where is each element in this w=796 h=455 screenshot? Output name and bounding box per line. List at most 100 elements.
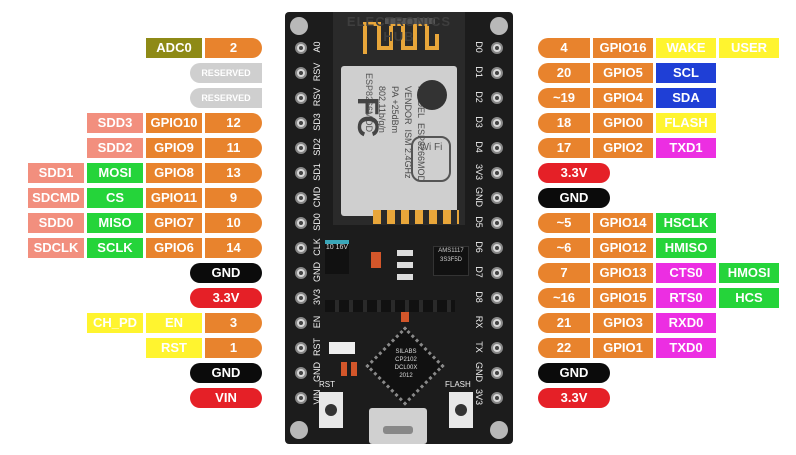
wifi-logo: Wi Fi — [411, 136, 451, 182]
pin-pad — [491, 367, 503, 379]
pin-label: SCLK — [87, 238, 143, 258]
pin-label: TXD1 — [656, 138, 716, 158]
mounting-hole — [490, 421, 508, 439]
mounting-hole — [490, 17, 508, 35]
capacitor: 10 16V — [325, 240, 349, 274]
smd-component — [401, 312, 409, 322]
pin-pad — [295, 117, 307, 129]
pin-label: GPIO2 — [593, 138, 653, 158]
mounting-hole — [290, 421, 308, 439]
pin-label: GPIO3 — [593, 313, 653, 333]
pin-label: SDD0 — [28, 213, 84, 233]
pin-pad — [491, 292, 503, 304]
pin-pad — [295, 392, 307, 404]
pin-pad — [491, 117, 503, 129]
pin-label: CS — [87, 188, 143, 208]
pin-number-tab: ~5 — [538, 213, 590, 233]
pin-pad — [295, 167, 307, 179]
board-pin-label: 3V3 — [312, 289, 322, 306]
pin-number-tab: 17 — [538, 138, 590, 158]
pin-label: HCS — [719, 288, 779, 308]
rst-button[interactable] — [319, 392, 343, 428]
nodemcu-board: ELECTRONICS HUB ESP8266MOD MODEL ESP8266… — [285, 12, 513, 444]
pin-pad — [295, 292, 307, 304]
pin-label: CTS0 — [656, 263, 716, 283]
pin-label: GPIO7 — [146, 213, 202, 233]
board-pin-label: GND — [312, 362, 322, 382]
board-pin-label: SD3 — [312, 113, 322, 131]
board-pin-label: SD0 — [312, 213, 322, 231]
pin-number-tab: 20 — [538, 63, 590, 83]
pin-pad — [295, 42, 307, 54]
board-pin-label: 3V3 — [474, 388, 484, 405]
pin-label-power: 3.3V — [538, 388, 610, 408]
micro-usb-port[interactable] — [369, 408, 427, 444]
board-pin-label: RX — [474, 315, 484, 329]
usb-uart-chip-text: SILABS CP2102 DCL00X 2012 — [394, 349, 418, 379]
pin-number-tab: 1 — [205, 338, 262, 358]
pin-number-tab: 22 — [538, 338, 590, 358]
pin-number-tab: 21 — [538, 313, 590, 333]
board-pin-label: D0 — [474, 41, 484, 53]
pin-label: SDCMD — [28, 188, 84, 208]
board-pin-label: D8 — [474, 291, 484, 303]
pin-label: MISO — [87, 213, 143, 233]
smd-component — [371, 252, 381, 268]
pin-label: GPIO14 — [593, 213, 653, 233]
pin-label: SDD2 — [87, 138, 143, 158]
pin-label: GPIO8 — [146, 163, 202, 183]
pin-label-reserved: RESERVED — [190, 88, 262, 108]
module-pins — [373, 210, 459, 224]
pin-number-tab: 10 — [205, 213, 262, 233]
pin-label: SDD3 — [87, 113, 143, 133]
pin-pad — [491, 67, 503, 79]
pin-pad — [295, 92, 307, 104]
pin-label: MOSI — [87, 163, 143, 183]
board-pin-label: D7 — [474, 266, 484, 278]
board-pin-label: RSV — [312, 62, 322, 82]
pin-pad — [295, 217, 307, 229]
pin-number-tab: 12 — [205, 113, 262, 133]
board-pin-label: TX — [474, 341, 484, 353]
smd-row — [325, 300, 455, 312]
pin-label-power: 3.3V — [190, 288, 262, 308]
flash-button[interactable] — [449, 392, 473, 428]
pin-pad — [491, 217, 503, 229]
pin-label-reserved: RESERVED — [190, 63, 262, 83]
board-pin-label: EN — [312, 315, 322, 329]
flash-button-label: FLASH — [445, 380, 471, 389]
pin-label: GPIO1 — [593, 338, 653, 358]
pin-label: SDA — [656, 88, 716, 108]
board-pin-label: RSV — [312, 87, 322, 107]
espressif-logo-icon — [417, 80, 447, 110]
pin-label: GPIO6 — [146, 238, 202, 258]
pin-label: GPIO4 — [593, 88, 653, 108]
fcc-logo: FC — [351, 97, 384, 137]
pin-label-power: 3.3V — [538, 163, 610, 183]
pin-number-tab: 2 — [205, 38, 262, 58]
board-pin-label: D6 — [474, 241, 484, 253]
pin-label: GPIO12 — [593, 238, 653, 258]
pin-pad — [491, 42, 503, 54]
smd-component — [397, 262, 413, 268]
pin-label: HMISO — [656, 238, 716, 258]
pin-number-tab: 18 — [538, 113, 590, 133]
pin-label-power: VIN — [190, 388, 262, 408]
watermark: ELECTRONICS HUB — [346, 14, 452, 44]
pin-pad — [295, 67, 307, 79]
pin-number-tab: ~19 — [538, 88, 590, 108]
board-pin-label: GND — [312, 262, 322, 282]
pin-number-tab: 11 — [205, 138, 262, 158]
pin-label: SDCLK — [28, 238, 84, 258]
smd-component — [341, 362, 347, 376]
board-pin-label: RST — [312, 338, 322, 356]
board-pin-label: 3V3 — [474, 163, 484, 180]
board-pin-label: D4 — [474, 141, 484, 153]
board-pin-label: SD2 — [312, 138, 322, 156]
pin-label: TXD0 — [656, 338, 716, 358]
pin-label: WAKE — [656, 38, 716, 58]
board-pin-label: D2 — [474, 91, 484, 103]
pin-pad — [295, 367, 307, 379]
board-pin-label: GND — [474, 362, 484, 382]
